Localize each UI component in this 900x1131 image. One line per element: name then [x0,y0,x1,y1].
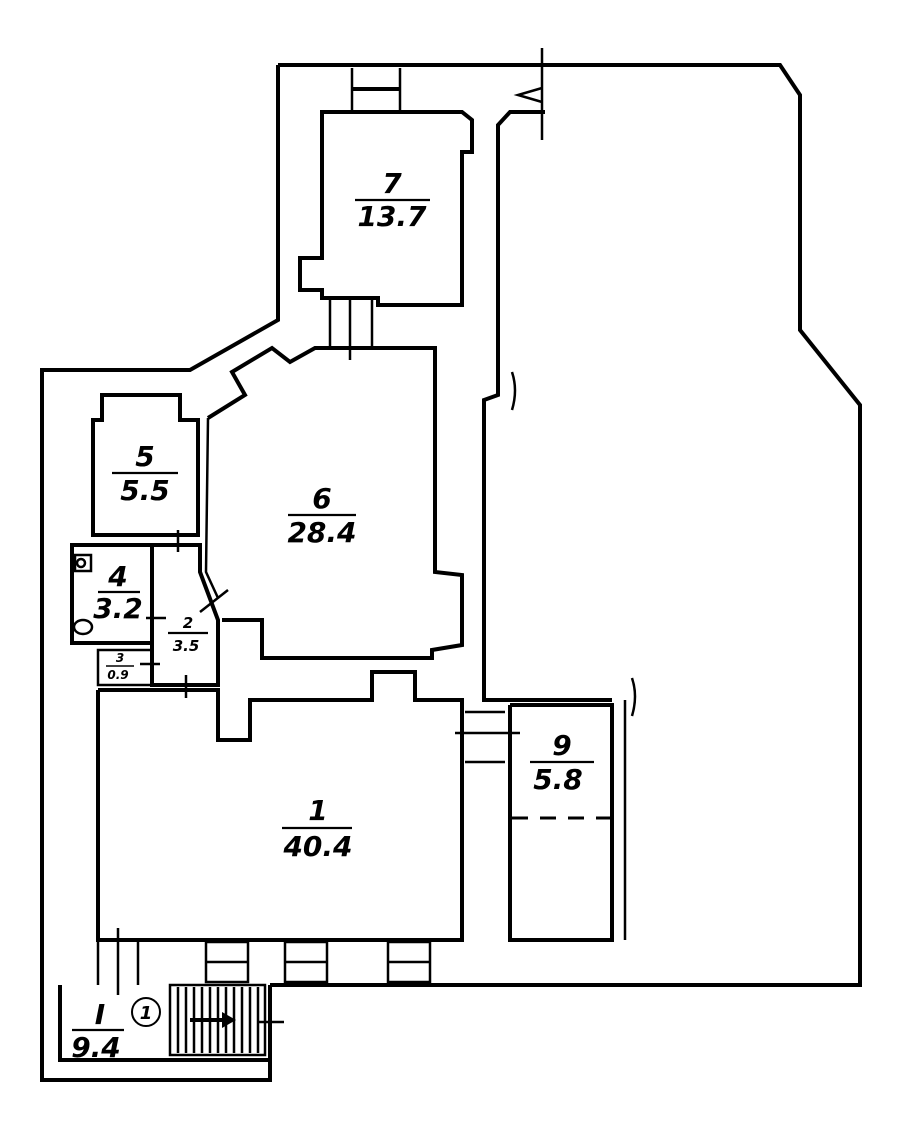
svg-text:3.5: 3.5 [173,637,200,655]
door-7-6 [328,296,374,360]
room-1-label: 1 40.4 [282,794,353,863]
room-7-walls [298,110,474,307]
svg-text:I: I [95,998,105,1031]
svg-text:13.7: 13.7 [357,200,427,233]
room-5-walls [91,393,200,537]
door-1-9 [455,710,520,764]
vestibule-label: I 9.4 [71,998,124,1064]
room-9-walls [508,703,614,942]
svg-text:1: 1 [308,794,327,827]
door-6-2 [199,589,229,613]
svg-text:40.4: 40.4 [282,830,352,863]
toilet-fixtures [72,553,94,636]
room-6-walls [206,345,464,660]
vestibule-walls [58,985,270,1062]
room-7-label: 7 13.7 [355,167,430,233]
entrance-marker: 1 [131,997,161,1027]
svg-text:2: 2 [183,614,193,632]
room-3-label: 3 0.9 [106,651,134,682]
room-3-walls [96,648,154,687]
outer-walls [40,63,862,1082]
svg-text:6: 6 [312,482,331,515]
room-2-label: 2 3.5 [168,614,208,655]
svg-text:9: 9 [552,729,571,762]
room-4-label: 4 3.2 [93,560,143,625]
stairs [168,983,284,1057]
svg-text:28.4: 28.4 [287,516,356,549]
room-1-walls [96,670,464,942]
east-space-walls [482,110,612,702]
south-windows [204,940,432,984]
north-door-east [513,48,544,140]
room-9-label: 9 5.8 [530,729,594,796]
door-I-1 [96,928,140,995]
svg-text:5.8: 5.8 [533,763,583,796]
svg-text:0.9: 0.9 [107,668,128,682]
svg-text:5: 5 [135,440,154,473]
svg-text:3.2: 3.2 [93,592,143,625]
svg-text:3: 3 [116,651,124,665]
room-7-window [350,68,402,110]
room-6-label: 6 28.4 [287,482,356,549]
svg-text:7: 7 [382,167,402,200]
svg-text:5.5: 5.5 [120,474,170,507]
svg-text:9.4: 9.4 [71,1031,121,1064]
svg-text:4: 4 [107,560,127,593]
stairs-arrow-icon [222,1012,236,1028]
room-5-label: 5 5.5 [112,440,178,507]
svg-text:1: 1 [140,1003,153,1024]
